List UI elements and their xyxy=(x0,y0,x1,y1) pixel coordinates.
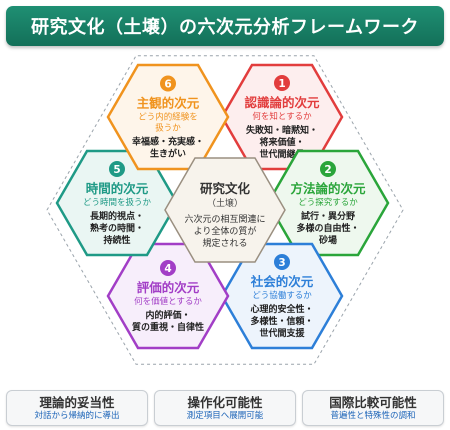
dimension-title: 認識論的次元 xyxy=(244,95,320,110)
dimension-question: 扱うか xyxy=(155,123,181,134)
dimension-number: 4 xyxy=(164,263,171,275)
criterion-title: 国際比較可能性 xyxy=(329,394,417,410)
dimension-item: 内的評価・ xyxy=(145,309,190,321)
page-title: 研究文化（土壌）の六次元分析フレームワーク xyxy=(6,6,444,46)
dimension-number: 6 xyxy=(164,79,171,91)
dimension-item: 持続性 xyxy=(103,234,130,246)
criterion-operationalizability: 操作化可能性 測定項目へ展開可能 xyxy=(154,390,296,426)
dimension-number: 1 xyxy=(278,78,285,90)
center-hexagon-shape xyxy=(164,157,286,263)
dimension-number: 2 xyxy=(324,164,331,176)
dimension-item: 長期的視点・ xyxy=(90,210,144,222)
dimension-item: 質の重視・自律性 xyxy=(132,321,204,333)
dimension-item: 多様性・信頼・ xyxy=(250,315,313,327)
dimension-question: 何を知とするか xyxy=(252,111,312,122)
center-title: 研究文化 xyxy=(200,181,251,196)
dimension-question: どう内的経験を xyxy=(138,112,198,123)
dimension-number-badge xyxy=(160,75,176,92)
dimension-item: 将来価値・ xyxy=(259,136,304,148)
dimension-title: 時間的次元 xyxy=(86,181,149,196)
dimension-item: 試行・異分野 xyxy=(301,210,355,222)
dimension-item: 熟考の時間・ xyxy=(90,222,144,234)
center-description: 六次元の相互関連に xyxy=(184,213,265,225)
dimension-title: 評価的次元 xyxy=(137,280,200,295)
dimension-number: 5 xyxy=(113,164,120,176)
dimension-question: どう協働するか xyxy=(252,290,312,301)
criterion-title: 操作化可能性 xyxy=(187,394,263,410)
dimension-item: 失敗知・暗黙知・ xyxy=(246,124,318,136)
dimension-item: 多様の自由性・ xyxy=(296,222,359,234)
criterion-subtitle: 対話から帰納的に導出 xyxy=(34,410,120,421)
dimension-title: 方法論的次元 xyxy=(290,181,366,196)
dimension-number-badge xyxy=(160,260,176,276)
dimension-item: 幸福感・充実感・ xyxy=(132,136,204,148)
dimension-title: 社会的次元 xyxy=(250,274,314,289)
dimension-question: 何を価値とするか xyxy=(134,296,202,307)
dimension-number-badge xyxy=(109,161,125,177)
center-description: より全体の質が xyxy=(194,225,257,237)
dimension-item: 世代間支援 xyxy=(259,327,305,339)
criterion-international-comparability: 国際比較可能性 普遍性と特殊性の調和 xyxy=(302,390,444,426)
dimension-number-badge xyxy=(274,75,290,91)
dimension-item: 砂場 xyxy=(319,234,337,246)
dimension-question: どう時間を扱うか xyxy=(83,197,152,208)
criterion-title: 理論的妥当性 xyxy=(39,394,115,410)
dimension-item: 生きがい xyxy=(150,148,186,160)
center-subtitle: （土壌） xyxy=(207,197,243,209)
dimension-question: どう探究するか xyxy=(298,197,358,208)
center-description: 規定される xyxy=(202,237,247,249)
criterion-theoretical-validity: 理論的妥当性 対話から帰納的に導出 xyxy=(6,390,148,426)
dimension-title: 主観的次元 xyxy=(137,96,200,111)
dimension-number-badge xyxy=(320,161,336,177)
dimension-number-badge xyxy=(274,254,290,270)
dimension-item: 心理的安全性・ xyxy=(250,303,313,315)
criteria-row: 理論的妥当性 対話から帰納的に導出 操作化可能性 測定項目へ展開可能 国際比較可… xyxy=(6,390,444,426)
criterion-subtitle: 普遍性と特殊性の調和 xyxy=(330,410,416,421)
criterion-subtitle: 測定項目へ展開可能 xyxy=(186,410,264,421)
outer-dashed-hexagon xyxy=(46,55,404,365)
dimension-number: 3 xyxy=(278,257,285,269)
